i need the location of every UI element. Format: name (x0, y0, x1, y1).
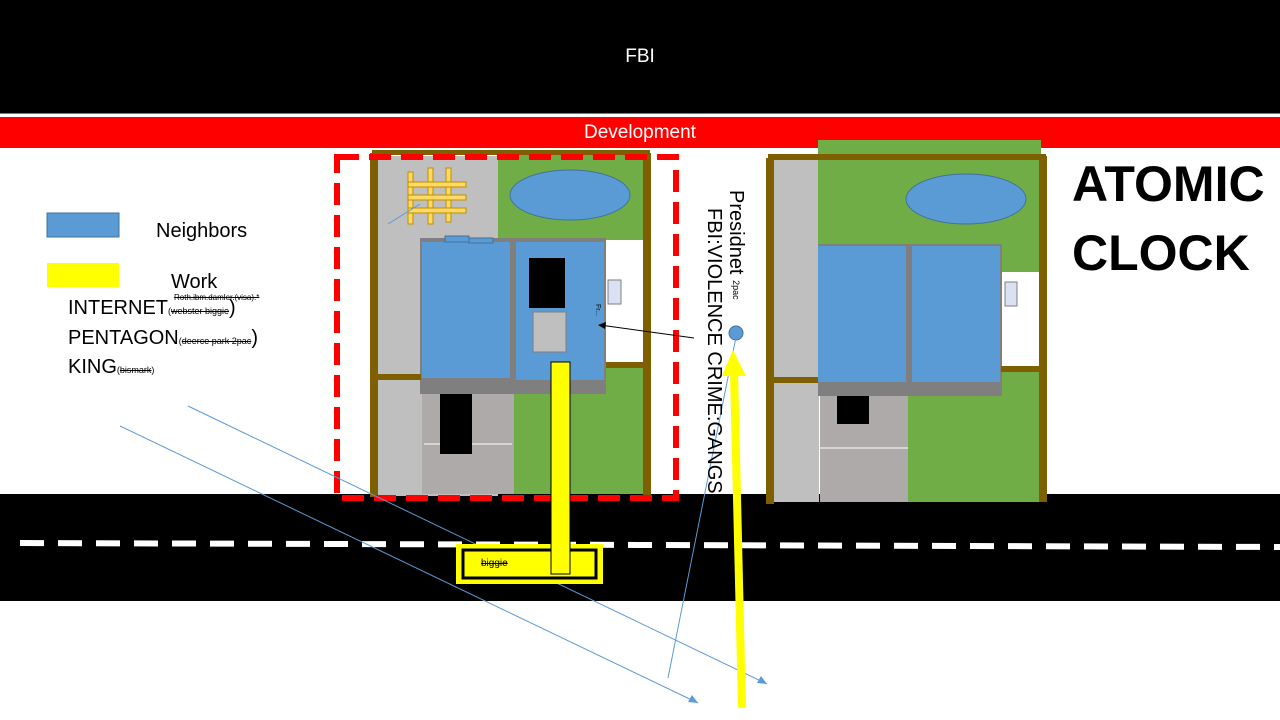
right-property (766, 140, 1047, 504)
president-label: Presidnet 2pac (724, 190, 747, 300)
entry-pentagon-main: PENTAGON (68, 327, 179, 349)
left-property-boundary (334, 154, 679, 501)
entry-internet-sub: webster biggie (171, 306, 230, 316)
legend-work-label: Work (171, 271, 218, 293)
right-house-room-a (818, 246, 906, 382)
left-fence-mid-left (376, 374, 421, 380)
development-banner: Development (0, 116, 1280, 148)
legend-work-swatch (47, 263, 119, 287)
right-pool (905, 173, 1027, 225)
work-arrow-head (722, 350, 746, 376)
right-house-room-b (912, 246, 1000, 382)
entry-internet-sup: Roth.ibm.damler.(visa).* (174, 293, 260, 302)
right-fence-right (1039, 156, 1047, 502)
left-property (334, 150, 679, 501)
fbi-banner: FBI (0, 0, 1280, 114)
fbi-note: FBI:VIOLENCE CRIME:GANGS (703, 208, 725, 494)
entry-king: KING(bismark) (68, 356, 155, 378)
president-label-text: Presidnet (725, 190, 747, 275)
atomic-clock-line2: CLOCK (1072, 225, 1250, 281)
entry-pentagon-sub: deerce park 2pac (181, 336, 252, 346)
work-arrow-shaft (730, 371, 746, 709)
diagonal-line-a (119, 425, 699, 704)
tiny-label: Fr... (594, 304, 601, 317)
right-house-porch (818, 382, 1002, 394)
left-house-vent-a (444, 235, 470, 243)
left-fence-mid-right (606, 362, 649, 368)
left-lattice-line (387, 203, 421, 225)
atomic-clock-line1: ATOMIC (1072, 156, 1265, 212)
work-box-inner (461, 548, 598, 580)
president-line (667, 336, 737, 679)
president-label-sub: 2pac (731, 280, 741, 300)
entry-internet: INTERNET(webster biggie) (68, 297, 236, 319)
fbi-banner-title: FBI (625, 46, 655, 67)
entry-king-sub: bismark (119, 365, 152, 375)
work-box-label: biggie (481, 558, 508, 569)
entry-pentagon: PENTAGON(deerce park 2pac) (68, 327, 258, 349)
left-fence-right (643, 153, 651, 497)
entry-king-main: KING (68, 356, 117, 378)
entry-internet-superscript: Roth.ibm.damler.(visa).* (174, 293, 260, 317)
entry-internet-main: INTERNET (68, 297, 168, 319)
atomic-clock-title: ATOMIC CLOCK (1072, 150, 1265, 288)
left-fence-left (370, 153, 378, 497)
connector-to-house (599, 324, 695, 339)
right-fence-top (768, 154, 1046, 160)
road-center-line (19, 540, 1280, 550)
left-side-path (605, 240, 645, 370)
diagonal-arrowhead-a (688, 695, 698, 703)
left-lattice (407, 167, 467, 225)
left-door (607, 279, 622, 305)
diagonal-arrowhead-b (757, 676, 767, 684)
legend-neighbors-label: Neighbors (156, 220, 248, 242)
left-house-room-a (422, 242, 510, 378)
right-car (837, 396, 869, 424)
left-pool (509, 169, 631, 221)
left-house-vent-b (468, 237, 494, 244)
development-banner-title: Development (584, 122, 696, 143)
work-area (456, 361, 603, 584)
right-fence-left (766, 158, 774, 504)
left-car (440, 391, 472, 454)
right-fence-mid-right (1001, 366, 1045, 372)
right-fence-mid-left (772, 377, 818, 383)
right-door (1004, 281, 1018, 307)
right-driveway (772, 160, 819, 502)
left-house-porch (422, 382, 606, 394)
left-house-panel (532, 311, 567, 353)
left-house-screen (529, 258, 565, 308)
president-marker (728, 325, 744, 341)
work-vertical-bar (550, 361, 571, 575)
left-fence-top (372, 150, 650, 155)
connector-arrowhead (598, 322, 606, 329)
legend-neighbors-swatch (46, 212, 120, 238)
